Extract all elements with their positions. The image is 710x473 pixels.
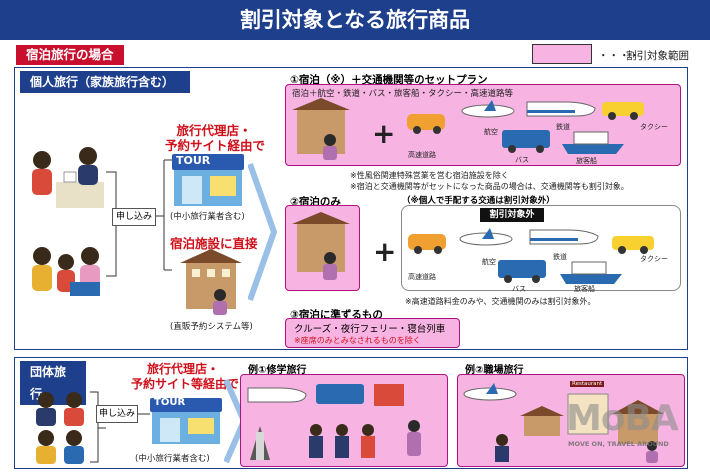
group-tour-sign-text: TOUR bbox=[154, 397, 186, 408]
consultation-people-illustration bbox=[32, 147, 104, 208]
group-agency-caption: (中小旅行業者含む) bbox=[135, 454, 210, 464]
plan2-airplane-icon bbox=[459, 228, 513, 246]
plan2-hotel-icon bbox=[292, 212, 350, 280]
legend-swatch bbox=[532, 44, 592, 64]
legend-text: 割引対象範囲 bbox=[626, 50, 689, 62]
moba-watermark-tagline: MOVE ON, TRAVEL AROUND bbox=[568, 440, 669, 448]
plan1-taxi-label: タクシー bbox=[640, 123, 668, 131]
company-trip-illustration bbox=[463, 383, 664, 463]
plan2-plus: + bbox=[373, 235, 397, 268]
plan2-ship-icon bbox=[560, 261, 622, 284]
plan1-ship-label: 旅客船 bbox=[576, 157, 597, 165]
plan2-bus-icon bbox=[498, 260, 546, 283]
accommodation-section-label: 宿泊旅行の場合 bbox=[16, 45, 124, 65]
plan1-air-label: 航空 bbox=[484, 128, 498, 136]
plan2-bus-label: バス bbox=[512, 285, 526, 293]
legend-dots: ・・・・ bbox=[598, 50, 640, 62]
plan2-taxi-label: タクシー bbox=[640, 255, 668, 263]
individual-facility-caption: (直販予約システム等) bbox=[170, 322, 253, 332]
individual-agency-caption: (中小旅行業者含む) bbox=[170, 212, 245, 222]
plan3-discount-box bbox=[285, 318, 460, 348]
plan1-car-icon bbox=[407, 114, 445, 134]
plan2-car-icon bbox=[408, 234, 446, 254]
travel-agency-shop-illustration bbox=[172, 154, 244, 206]
individual-agency-label-2: 予約サイト経由で bbox=[164, 138, 265, 153]
plan2-note-paren: （※個人で手配する交通は割引対象外） bbox=[402, 196, 555, 206]
plan1-subheading: 宿泊＋航空・鉄道・バス・旅客船・タクシー・高速道路等 bbox=[292, 89, 514, 99]
restaurant-sign: Restaurant bbox=[570, 381, 605, 387]
group-agency-label-2: 予約サイト等経由で bbox=[130, 377, 239, 391]
school-trip-illustration bbox=[247, 384, 421, 460]
plan1-heading: ①宿泊（※）＋交通機関等のセットプラン bbox=[290, 74, 488, 86]
plan2-air-label: 航空 bbox=[482, 258, 496, 266]
plan1-bus-label: バス bbox=[515, 156, 529, 164]
plan1-airplane-icon bbox=[461, 100, 515, 118]
individual-apply-bracket bbox=[156, 159, 172, 271]
plan2-ship-label: 旅客船 bbox=[574, 285, 595, 293]
plan2-taxi-icon bbox=[612, 236, 654, 254]
plan1-highway-label: 高速道路 bbox=[408, 151, 436, 159]
individual-travel-frame bbox=[14, 67, 688, 350]
group-apply-box: 申し込み bbox=[96, 405, 138, 423]
family-illustration bbox=[32, 247, 100, 296]
individual-big-arrow bbox=[248, 163, 278, 301]
group-apply-arrow bbox=[138, 413, 150, 415]
plan2-excluded-box bbox=[401, 205, 681, 291]
plan1-rail-label: 鉄道 bbox=[556, 123, 570, 131]
plan1-plus: + bbox=[372, 117, 396, 150]
group-travel-agency-illustration bbox=[150, 398, 222, 444]
plan2-train-icon bbox=[529, 229, 599, 245]
individual-apply-box: 申し込み bbox=[112, 208, 156, 226]
plan1-hotel-icon bbox=[292, 98, 350, 160]
plan1-taxi-icon bbox=[602, 102, 644, 120]
individual-travel-header: 個人旅行（家族旅行含む） bbox=[20, 71, 190, 93]
group-bracket bbox=[90, 391, 106, 463]
moba-watermark-logo: MoBA bbox=[566, 398, 679, 439]
tour-sign-text: TOUR bbox=[176, 154, 211, 167]
group-people-illustration bbox=[36, 392, 84, 464]
plan1-note2: ※宿泊と交通機関等がセットになった商品の場合は、交通機関等も割引対象。 bbox=[350, 182, 629, 191]
page-title: 割引対象となる旅行商品 bbox=[0, 0, 710, 40]
plan1-ship-icon bbox=[562, 131, 624, 154]
plan1-note1: ※性風俗関連特殊営業を営む宿泊施設を除く bbox=[350, 171, 509, 180]
plan2-note: ※高速道路料金のみや、交通機関のみは割引対象外。 bbox=[405, 297, 596, 306]
plan1-train-icon bbox=[526, 101, 596, 117]
group-agency-label-1: 旅行代理店・ bbox=[146, 362, 219, 376]
plan1-bus-icon bbox=[502, 130, 550, 153]
hotel-illustration bbox=[180, 249, 242, 315]
plan3-box-line2: ※座席のみとみなされるものを除く bbox=[294, 336, 421, 345]
group-example1-label: 例①修学旅行 bbox=[248, 365, 307, 376]
individual-facility-label: 宿泊施設に直接 bbox=[170, 236, 258, 251]
group-travel-frame bbox=[14, 357, 688, 469]
plan2-excluded-label: 割引対象外 bbox=[480, 208, 544, 222]
plan3-box-line1: クルーズ・夜行フェリー・寝台列車 bbox=[294, 324, 446, 335]
plan2-rail-label: 鉄道 bbox=[553, 253, 567, 261]
individual-agency-label-1: 旅行代理店・ bbox=[176, 123, 252, 138]
plan2-highway-label: 高速道路 bbox=[408, 273, 436, 281]
group-example2-label: 例②職場旅行 bbox=[465, 365, 524, 376]
